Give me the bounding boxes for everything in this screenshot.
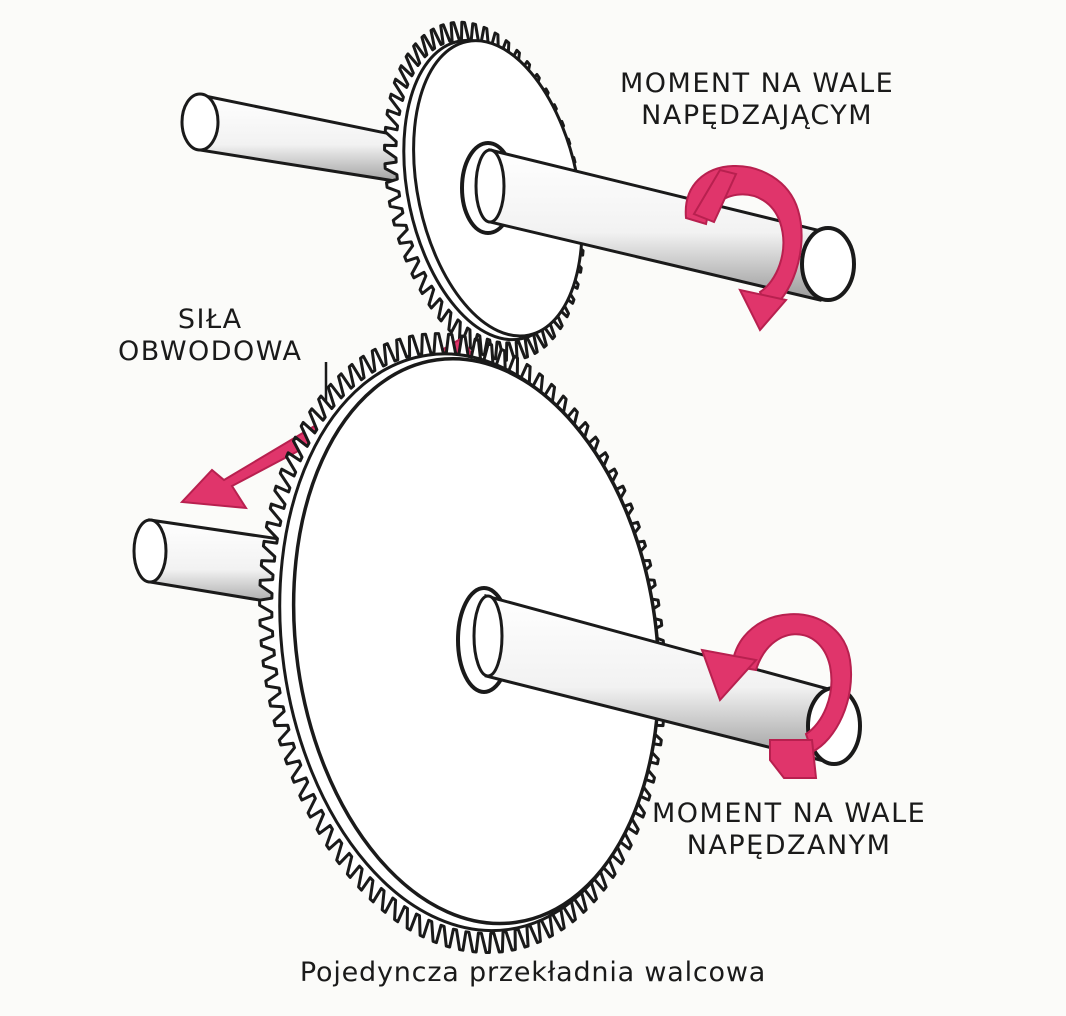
driving-torque-label-line1: MOMENT NA WALE [620,68,895,99]
driving-torque-label-line2: NAPĘDZAJĄCYM [641,100,874,132]
driving-torque-label: MOMENT NA WALE NAPĘDZAJĄCYM [620,68,894,133]
driving-shaft-front [460,141,856,302]
tangential-force-label-line2: OBWODOWA [118,336,303,368]
diagram-caption: Pojedyncza przekładnia walcowa [299,957,767,988]
driving-torque-arrow [684,165,803,332]
driven-torque-label: MOMENT NA WALE NAPĘDZANYM [652,798,926,863]
driving-shaft-rear [180,92,422,187]
driven-torque-arrow [700,613,853,779]
driving-shaft-end [800,226,856,302]
driven-torque-label-line2: NAPĘDZANYM [686,830,892,862]
driven-torque-label-line1: MOMENT NA WALE [652,798,927,829]
tangential-force-label: SIŁA OBWODOWA [118,304,303,369]
tangential-force-label-line1: SIŁA [177,304,243,335]
